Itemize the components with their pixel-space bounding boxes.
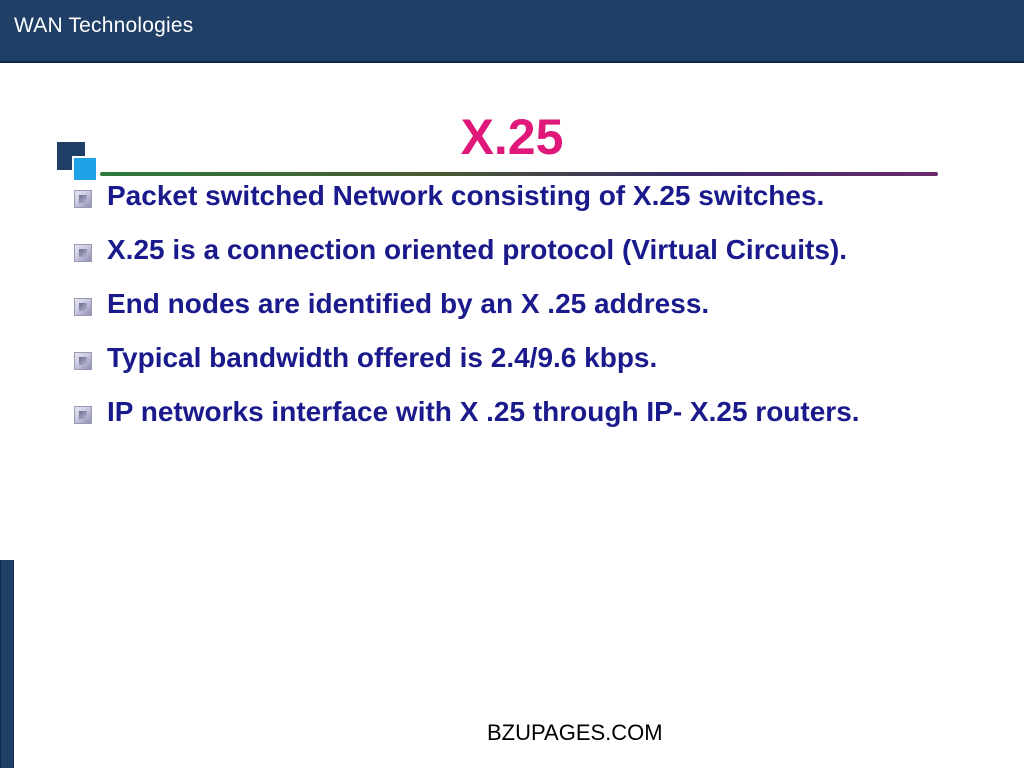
slide-title: X.25 (460, 109, 564, 165)
bullet-text: X.25 is a connection oriented protocol (… (107, 234, 848, 265)
square-bullet-icon (74, 244, 92, 262)
bullet-item: Typical bandwidth offered is 2.4/9.6 kbp… (72, 342, 962, 374)
title-underline (100, 172, 938, 176)
bullet-item: X.25 is a connection oriented protocol (… (72, 234, 962, 266)
header-bar: WAN Technologies (0, 0, 1024, 63)
square-bullet-icon (74, 406, 92, 424)
bullet-item: End nodes are identified by an X .25 add… (72, 288, 962, 320)
header-title: WAN Technologies (14, 14, 194, 37)
footer-watermark: BZUPAGES.COM (487, 720, 663, 745)
bullet-text: Typical bandwidth offered is 2.4/9.6 kbp… (107, 342, 658, 373)
bullet-list: Packet switched Network consisting of X.… (72, 180, 962, 450)
square-bullet-icon (74, 298, 92, 316)
bullet-text: End nodes are identified by an X .25 add… (107, 288, 710, 319)
bullet-text: IP networks interface with X .25 through… (107, 396, 860, 427)
square-bullet-icon (74, 352, 92, 370)
bullet-text: Packet switched Network consisting of X.… (107, 180, 825, 211)
bullet-item: IP networks interface with X .25 through… (72, 396, 962, 428)
bullet-item: Packet switched Network consisting of X.… (72, 180, 962, 212)
decorative-square-light (72, 156, 98, 182)
left-accent-bar (0, 560, 14, 768)
square-bullet-icon (74, 190, 92, 208)
